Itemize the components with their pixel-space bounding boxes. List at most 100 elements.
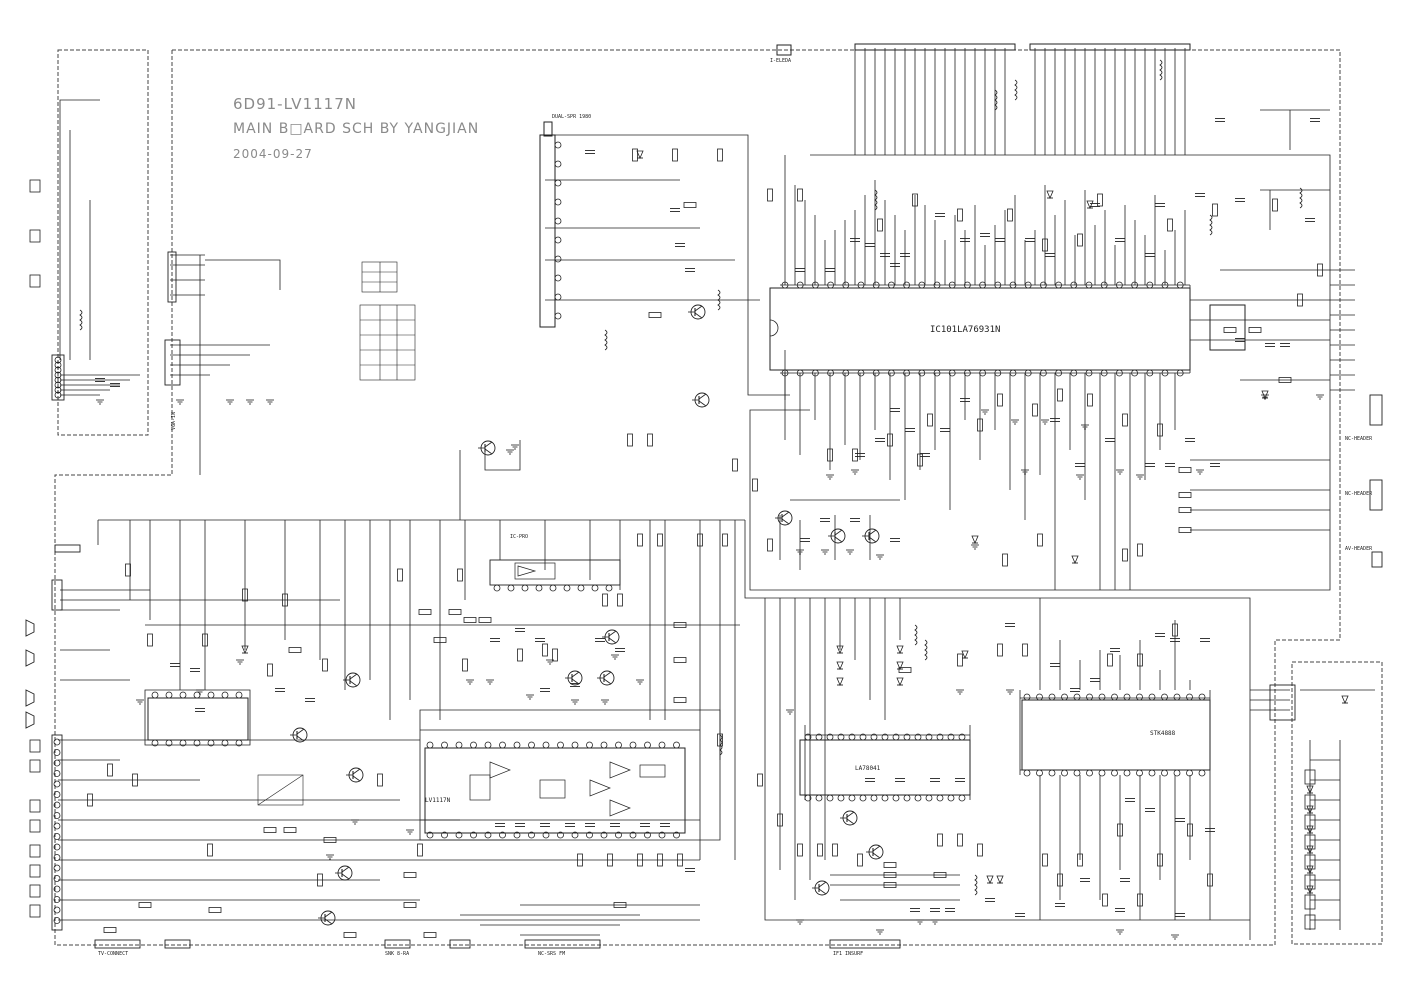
pin-symbol xyxy=(542,741,550,749)
resistor-symbol xyxy=(1212,203,1218,217)
capacitor-symbol xyxy=(1004,623,1016,627)
resistor-symbol xyxy=(672,148,678,162)
capacitor-symbol xyxy=(794,268,806,272)
resistor-symbol xyxy=(403,872,417,878)
pin-symbol xyxy=(53,864,61,872)
diode-symbol xyxy=(636,150,644,159)
pin-symbol xyxy=(235,691,243,699)
ground-symbol xyxy=(245,399,255,405)
ground-symbol xyxy=(405,829,415,835)
pin-symbol xyxy=(1186,769,1193,777)
ground-symbol xyxy=(785,709,795,715)
diode-symbol xyxy=(986,875,994,884)
resistor-symbol xyxy=(957,653,963,667)
pin-symbol xyxy=(455,741,463,749)
resistor-symbol xyxy=(832,843,838,857)
capacitor-symbol xyxy=(1209,463,1221,467)
pin-symbol xyxy=(521,584,529,592)
resistor-symbol xyxy=(1002,553,1008,567)
ic-main-la76931n xyxy=(769,287,1191,371)
diode-symbol xyxy=(961,650,969,659)
resistor-symbol xyxy=(207,843,213,857)
coil-symbol xyxy=(604,329,608,351)
ground-symbol xyxy=(570,699,580,705)
capacitor-symbol xyxy=(1074,463,1086,467)
capacitor-symbol xyxy=(1114,908,1126,912)
resistor-symbol xyxy=(857,853,863,867)
capacitor-symbol xyxy=(864,243,876,247)
transistor-symbol xyxy=(334,865,353,881)
resistor-symbol xyxy=(457,568,463,582)
coil-symbol xyxy=(1014,79,1018,101)
pin-symbol xyxy=(493,584,501,592)
pin-symbol xyxy=(958,794,966,802)
capacitor-symbol xyxy=(1114,238,1126,242)
resistor-symbol xyxy=(673,697,687,703)
resistor-symbol xyxy=(883,862,897,868)
pin-symbol xyxy=(554,141,562,149)
capacitor-symbol xyxy=(994,238,1006,242)
pin-symbol xyxy=(554,312,562,320)
diode-symbol xyxy=(1071,555,1079,564)
resistor-symbol xyxy=(103,927,117,933)
tuner-connector xyxy=(539,121,556,328)
svg-text:IF1 INSURF: IF1 INSURF xyxy=(833,951,863,957)
ground-symbol xyxy=(845,549,855,555)
diode-symbol xyxy=(896,645,904,654)
pin-symbol xyxy=(1148,693,1156,701)
pin-symbol xyxy=(1098,769,1106,777)
capacitor-symbol xyxy=(979,233,991,237)
resistor-symbol xyxy=(732,458,738,472)
resistor-symbol xyxy=(542,643,548,657)
capacitor-symbol xyxy=(1234,198,1246,202)
diode-symbol xyxy=(996,875,1004,884)
transistor-symbol xyxy=(827,528,846,544)
capacitor-symbol xyxy=(934,213,946,217)
coil-symbol xyxy=(1159,59,1163,81)
pin-symbol xyxy=(1111,769,1118,777)
pin-symbol xyxy=(554,198,562,206)
capacitor-symbol xyxy=(939,428,951,432)
pin-symbol xyxy=(53,822,61,830)
ground-symbol xyxy=(485,679,495,685)
capacitor-symbol xyxy=(539,823,551,827)
resistor-symbol xyxy=(263,827,277,833)
pin-symbol xyxy=(571,741,579,749)
pin-symbol xyxy=(1173,693,1181,701)
resistor-symbol xyxy=(1097,193,1103,207)
transistor-symbol xyxy=(774,510,793,526)
pin-symbol xyxy=(535,584,543,592)
resistor-symbol xyxy=(1167,218,1173,232)
pin-symbol xyxy=(591,584,599,592)
resistor-symbol xyxy=(1007,208,1013,222)
resistor-symbol xyxy=(1057,388,1063,402)
pin-symbol xyxy=(53,906,61,914)
ground-symbol xyxy=(1005,689,1015,695)
pin-symbol xyxy=(470,741,477,749)
pin-symbol xyxy=(441,741,448,749)
ground-symbol xyxy=(175,399,185,405)
pin-symbol xyxy=(1198,769,1206,777)
resistor-symbol xyxy=(977,843,983,857)
pin-symbol xyxy=(165,691,173,699)
ground-symbol xyxy=(825,474,835,480)
resistor-symbol xyxy=(997,393,1003,407)
capacitor-symbol xyxy=(1144,253,1156,257)
capacitor-symbol xyxy=(684,868,696,872)
ground-symbol xyxy=(820,549,830,555)
pin-symbol xyxy=(859,794,867,802)
resistor-symbol xyxy=(403,902,417,908)
pin-symbol xyxy=(554,293,562,301)
capacitor-symbol xyxy=(684,268,696,272)
transistor-symbol xyxy=(839,810,858,826)
capacitor-symbol xyxy=(614,648,626,652)
svg-text:SNK 8-RA: SNK 8-RA xyxy=(385,951,409,957)
capacitor-symbol xyxy=(1214,118,1226,122)
wire-traces xyxy=(58,48,1375,940)
pin-symbol xyxy=(815,794,823,802)
pin-symbol xyxy=(53,738,61,746)
resistor-symbol xyxy=(898,667,912,673)
capacitor-symbol xyxy=(659,823,671,827)
ground-symbol xyxy=(1010,419,1020,425)
capacitor-symbol xyxy=(864,778,876,782)
